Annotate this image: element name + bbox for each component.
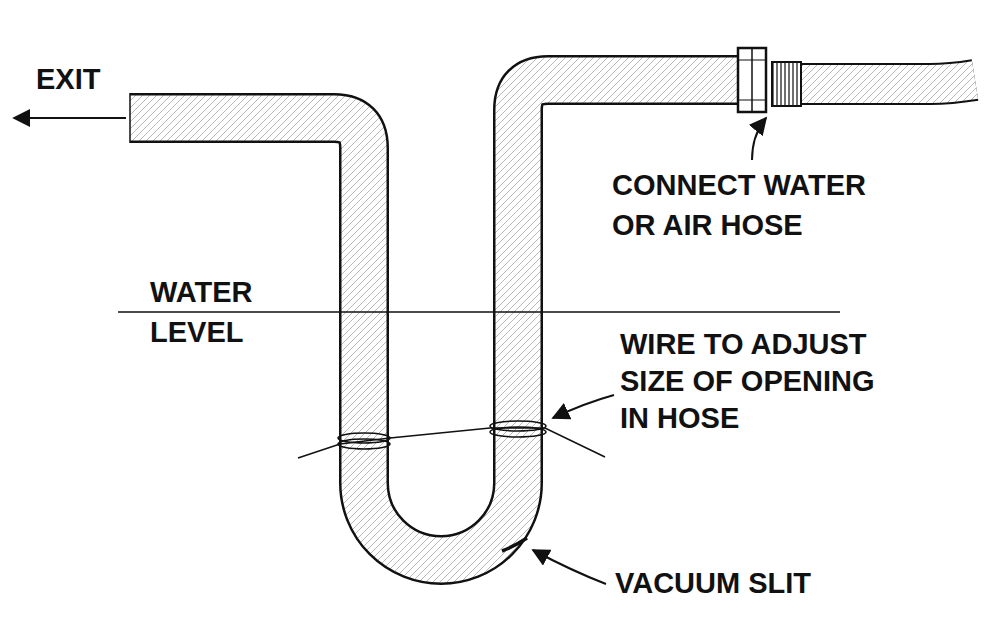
- coupling-nut: [738, 48, 766, 112]
- exit-label: EXIT: [36, 62, 100, 96]
- leader-line: [533, 550, 606, 584]
- callout-label: CONNECT WATER OR AIR HOSE: [612, 165, 897, 245]
- leader-line: [752, 118, 766, 160]
- adjusting-wire: [298, 421, 605, 458]
- water-level-line: [118, 311, 840, 313]
- leader-line: [553, 395, 614, 418]
- water-level-label: WATER LEVEL: [150, 272, 280, 352]
- vacuum-slit: [502, 538, 527, 551]
- supply-hose: [772, 62, 975, 106]
- callout-label: VACUUM SLIT: [615, 566, 811, 600]
- u-hose: [130, 80, 739, 560]
- callout-label: WIRE TO ADJUST SIZE OF OPENING IN HOSE: [620, 326, 905, 437]
- exit-arrow: [14, 117, 126, 119]
